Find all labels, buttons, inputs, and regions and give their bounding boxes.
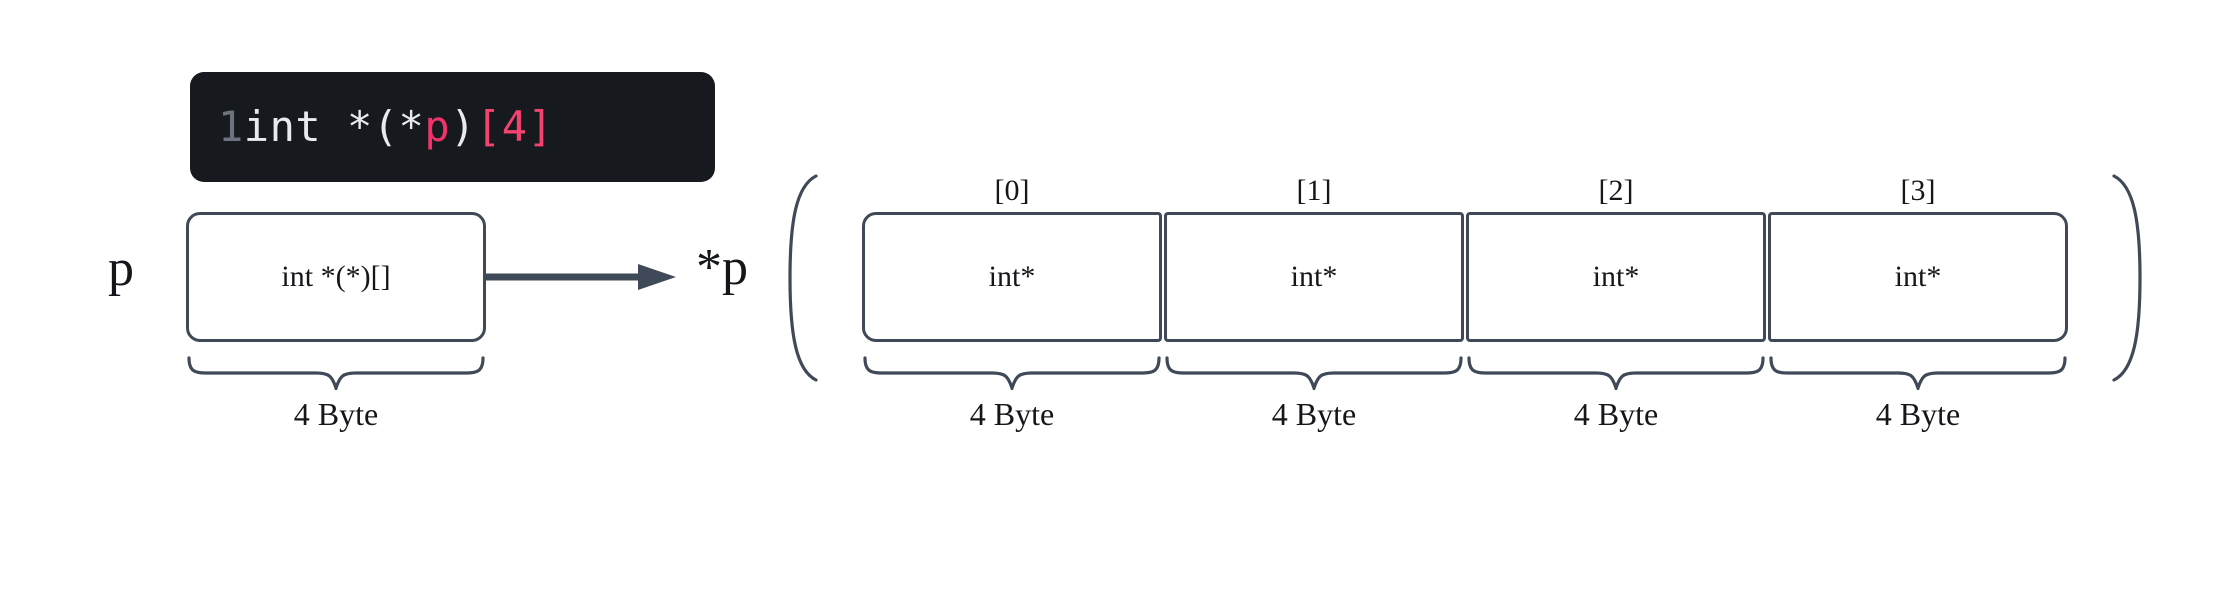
array-cell-size-caption-3: 4 Byte (1875, 396, 1961, 432)
array-open-paren-icon (782, 172, 822, 384)
pointer-size-caption: 4 Byte (293, 396, 379, 432)
array-index-label-2: [2] (1598, 174, 1634, 207)
array-cell-size-brace-2 (1466, 356, 1766, 390)
array-cell-3: int* (1768, 212, 2068, 342)
code-token-plain-2: ) (450, 102, 476, 151)
array-cell-1: int* (1164, 212, 1464, 342)
array-cell-size-caption-1: 4 Byte (1271, 396, 1357, 432)
array-cell-size-brace-0 (862, 356, 1162, 390)
array-index-label-3: [3] (1900, 174, 1936, 207)
pointer-arrow-icon (486, 262, 681, 292)
array-cell-size-caption-2: 4 Byte (1573, 396, 1659, 432)
pointer-size-brace (186, 356, 486, 390)
code-line-number: 1 (218, 102, 244, 151)
array-cell-type-text: int* (1290, 260, 1338, 293)
code-token-identifier: p (424, 102, 451, 151)
array-cell-type-text: int* (988, 260, 1036, 293)
array-cell-2: int* (1466, 212, 1766, 342)
pointer-box-type-text: int *(*)[] (281, 260, 391, 293)
array-cell-size-caption-0: 4 Byte (969, 396, 1055, 432)
array-cell-type-text: int* (1894, 260, 1942, 293)
code-token-plain-1: int *(* (243, 102, 425, 151)
dereference-label: *p (696, 239, 748, 296)
array-index-label-0: [0] (994, 174, 1030, 207)
array-cell-0: int* (862, 212, 1162, 342)
code-token-bracket: [4] (475, 102, 554, 151)
array-close-paren-icon (2108, 172, 2148, 384)
array-index-label-1: [1] (1296, 174, 1332, 207)
pointer-box: int *(*)[] (186, 212, 486, 342)
pointer-variable-label: p (108, 240, 134, 297)
array-cell-size-brace-3 (1768, 356, 2068, 390)
code-line: 1int *(*p)[4] (218, 106, 553, 148)
array-cell-size-brace-1 (1164, 356, 1464, 390)
code-block: 1int *(*p)[4] (190, 72, 715, 182)
array-cell-type-text: int* (1592, 260, 1640, 293)
